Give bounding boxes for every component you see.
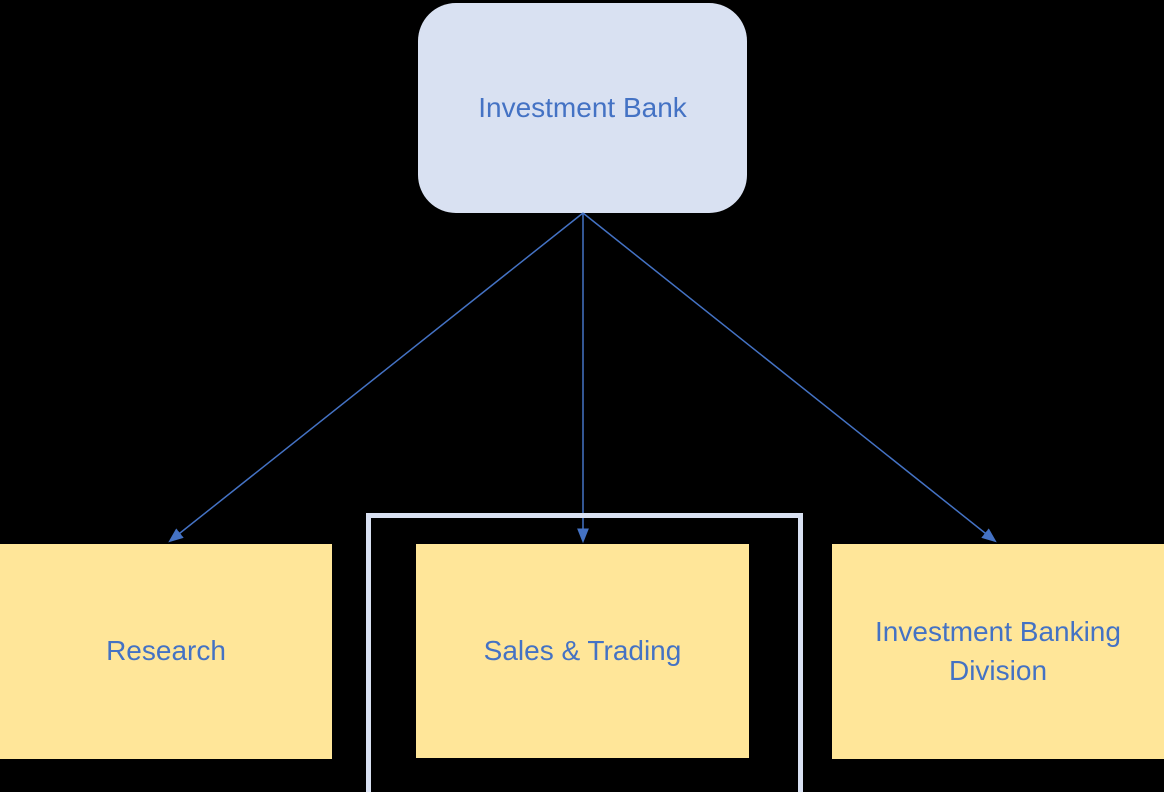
node-investment-banking-division-label: Investment Banking Division [875, 615, 1121, 686]
node-investment-banking-division: Investment Banking Division [832, 544, 1164, 759]
node-research-label: Research [106, 635, 226, 667]
highlight-frame [366, 513, 803, 792]
node-research: Research [0, 544, 332, 759]
connector-arrow-investment-banking-division [582, 212, 997, 543]
node-investment-bank: Investment Bank [418, 3, 747, 213]
node-investment-bank-label: Investment Bank [478, 91, 687, 123]
connector-arrow-research [168, 212, 584, 543]
node-sales-trading-label: Sales & Trading [483, 634, 682, 666]
node-sales-trading: Sales & Trading [416, 544, 749, 758]
